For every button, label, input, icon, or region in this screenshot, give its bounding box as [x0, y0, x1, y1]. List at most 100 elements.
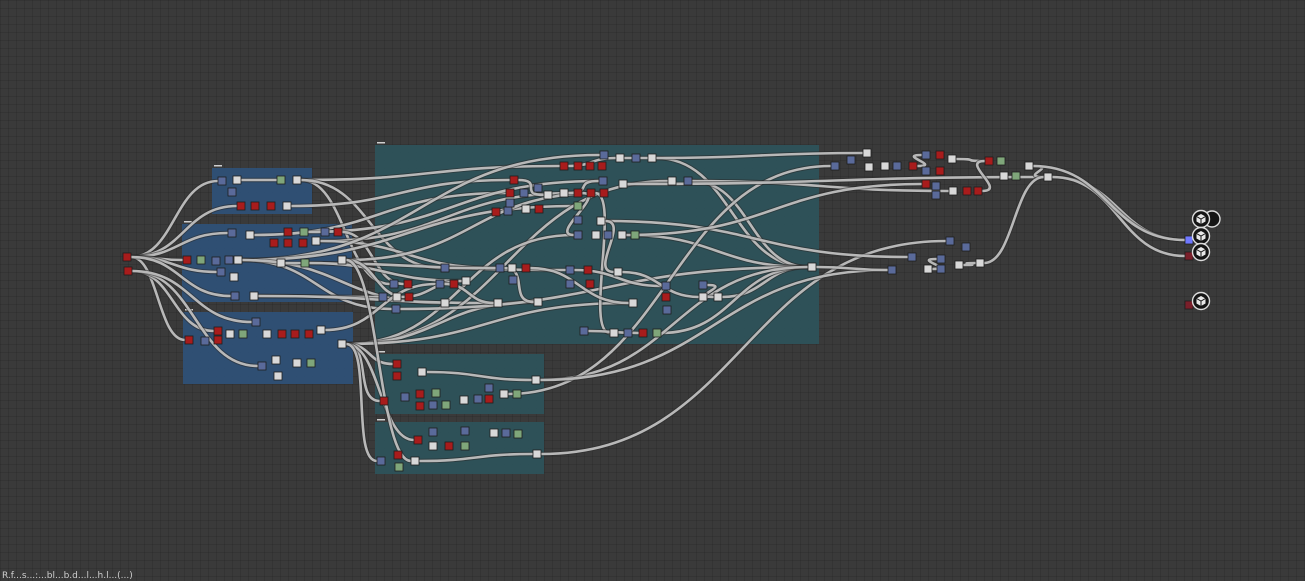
node-blue[interactable]: [931, 181, 941, 191]
node-green[interactable]: [431, 388, 441, 398]
node-red[interactable]: [379, 396, 389, 406]
output-node[interactable]: [1191, 291, 1211, 311]
node-white[interactable]: [698, 292, 708, 302]
node-blue[interactable]: [573, 230, 583, 240]
node-input-port[interactable]: [1184, 251, 1194, 261]
node-green[interactable]: [460, 441, 470, 451]
node-red[interactable]: [599, 188, 609, 198]
node-white[interactable]: [249, 291, 259, 301]
node-white[interactable]: [225, 329, 235, 339]
node-green[interactable]: [630, 230, 640, 240]
node-blue[interactable]: [501, 428, 511, 438]
node-red[interactable]: [509, 175, 519, 185]
node-white[interactable]: [311, 236, 321, 246]
node-white[interactable]: [615, 153, 625, 163]
node-red[interactable]: [908, 161, 918, 171]
node-red[interactable]: [413, 435, 423, 445]
node-red[interactable]: [213, 335, 223, 345]
node-red[interactable]: [984, 156, 994, 166]
node-green[interactable]: [513, 429, 523, 439]
node-white[interactable]: [232, 175, 242, 185]
node-blue[interactable]: [484, 383, 494, 393]
node-blue[interactable]: [936, 254, 946, 264]
node-blue[interactable]: [211, 256, 221, 266]
node-green[interactable]: [652, 328, 662, 338]
node-red[interactable]: [415, 389, 425, 399]
node-white[interactable]: [617, 230, 627, 240]
node-white[interactable]: [880, 161, 890, 171]
node-blue[interactable]: [389, 279, 399, 289]
node-white[interactable]: [713, 292, 723, 302]
node-blue[interactable]: [892, 161, 902, 171]
node-green[interactable]: [196, 255, 206, 265]
node-white[interactable]: [499, 389, 509, 399]
node-red[interactable]: [283, 227, 293, 237]
node-blue[interactable]: [473, 394, 483, 404]
node-red[interactable]: [583, 265, 593, 275]
node-blue[interactable]: [830, 161, 840, 171]
node-blue[interactable]: [631, 153, 641, 163]
node-red[interactable]: [597, 161, 607, 171]
node-white[interactable]: [618, 179, 628, 189]
node-white[interactable]: [975, 258, 985, 268]
node-red[interactable]: [491, 207, 501, 217]
node-red[interactable]: [290, 329, 300, 339]
node-red[interactable]: [298, 238, 308, 248]
node-white[interactable]: [1024, 161, 1034, 171]
node-red[interactable]: [585, 161, 595, 171]
node-green[interactable]: [573, 201, 583, 211]
node-white[interactable]: [489, 428, 499, 438]
node-white[interactable]: [262, 329, 272, 339]
node-red[interactable]: [213, 326, 223, 336]
node-white[interactable]: [591, 230, 601, 240]
node-red[interactable]: [449, 279, 459, 289]
node-blue[interactable]: [400, 392, 410, 402]
node-blue[interactable]: [495, 263, 505, 273]
node-blue[interactable]: [931, 190, 941, 200]
node-white[interactable]: [461, 276, 471, 286]
node-blue[interactable]: [460, 426, 470, 436]
node-blue[interactable]: [428, 400, 438, 410]
node-white[interactable]: [609, 328, 619, 338]
node-white[interactable]: [613, 267, 623, 277]
node-red[interactable]: [236, 201, 246, 211]
node-white[interactable]: [628, 298, 638, 308]
node-blue[interactable]: [257, 361, 267, 371]
node-red[interactable]: [638, 328, 648, 338]
node-white[interactable]: [559, 188, 569, 198]
node-white[interactable]: [521, 204, 531, 214]
node-blue[interactable]: [603, 230, 613, 240]
node-white[interactable]: [292, 358, 302, 368]
node-blue[interactable]: [251, 317, 261, 327]
node-white[interactable]: [229, 272, 239, 282]
node-red[interactable]: [123, 266, 133, 276]
node-blue[interactable]: [945, 236, 955, 246]
node-red[interactable]: [392, 359, 402, 369]
node-white[interactable]: [1043, 172, 1053, 182]
node-green[interactable]: [276, 175, 286, 185]
node-white[interactable]: [862, 148, 872, 158]
node-red[interactable]: [935, 166, 945, 176]
node-blue[interactable]: [961, 242, 971, 252]
node-green[interactable]: [300, 258, 310, 268]
node-blue[interactable]: [921, 150, 931, 160]
output-node[interactable]: [1191, 226, 1211, 246]
node-white[interactable]: [533, 297, 543, 307]
node-red[interactable]: [573, 161, 583, 171]
node-white[interactable]: [273, 371, 283, 381]
node-blue[interactable]: [573, 215, 583, 225]
output-node[interactable]: [1191, 209, 1211, 229]
node-red[interactable]: [393, 450, 403, 460]
node-blue[interactable]: [683, 176, 693, 186]
node-blue[interactable]: [435, 279, 445, 289]
node-red[interactable]: [277, 329, 287, 339]
node-red[interactable]: [973, 186, 983, 196]
node-white[interactable]: [954, 260, 964, 270]
node-white[interactable]: [392, 292, 402, 302]
node-red[interactable]: [283, 238, 293, 248]
node-red[interactable]: [573, 188, 583, 198]
node-red[interactable]: [404, 292, 414, 302]
node-red[interactable]: [534, 204, 544, 214]
node-green[interactable]: [299, 227, 309, 237]
node-white[interactable]: [282, 201, 292, 211]
